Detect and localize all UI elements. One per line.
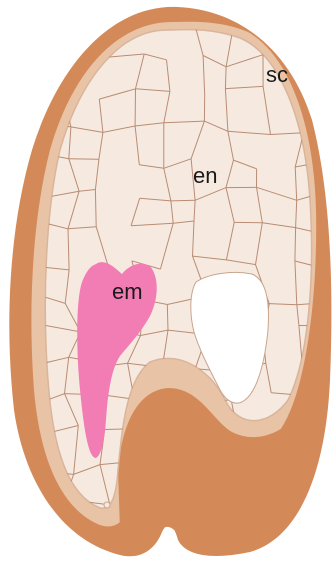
radicle-tip	[104, 502, 110, 508]
label-sc: sc	[266, 62, 288, 87]
cell-wall	[322, 25, 329, 64]
cell-wall	[65, 21, 103, 25]
cell-wall	[47, 531, 68, 533]
cell-wall	[69, 159, 99, 160]
cell-wall	[171, 200, 195, 201]
cell-wall	[330, 129, 333, 160]
cell-wall	[322, 63, 332, 95]
label-en: en	[193, 163, 217, 188]
cell-wall	[34, 26, 40, 52]
cell-wall	[331, 95, 332, 129]
cell-wall	[225, 67, 226, 89]
cell-wall	[235, 18, 264, 21]
cell-wall	[40, 21, 65, 26]
cell-wall	[264, 20, 299, 21]
cell-wall	[327, 494, 329, 530]
cell-wall	[34, 52, 80, 67]
cell-wall	[297, 56, 322, 63]
label-em: em	[112, 279, 143, 304]
cell-wall	[325, 464, 327, 494]
cell-wall	[299, 20, 329, 25]
cell-wall	[295, 228, 296, 261]
cell-wall	[34, 52, 37, 91]
cell-wall	[291, 530, 329, 535]
cell-wall	[167, 305, 168, 331]
